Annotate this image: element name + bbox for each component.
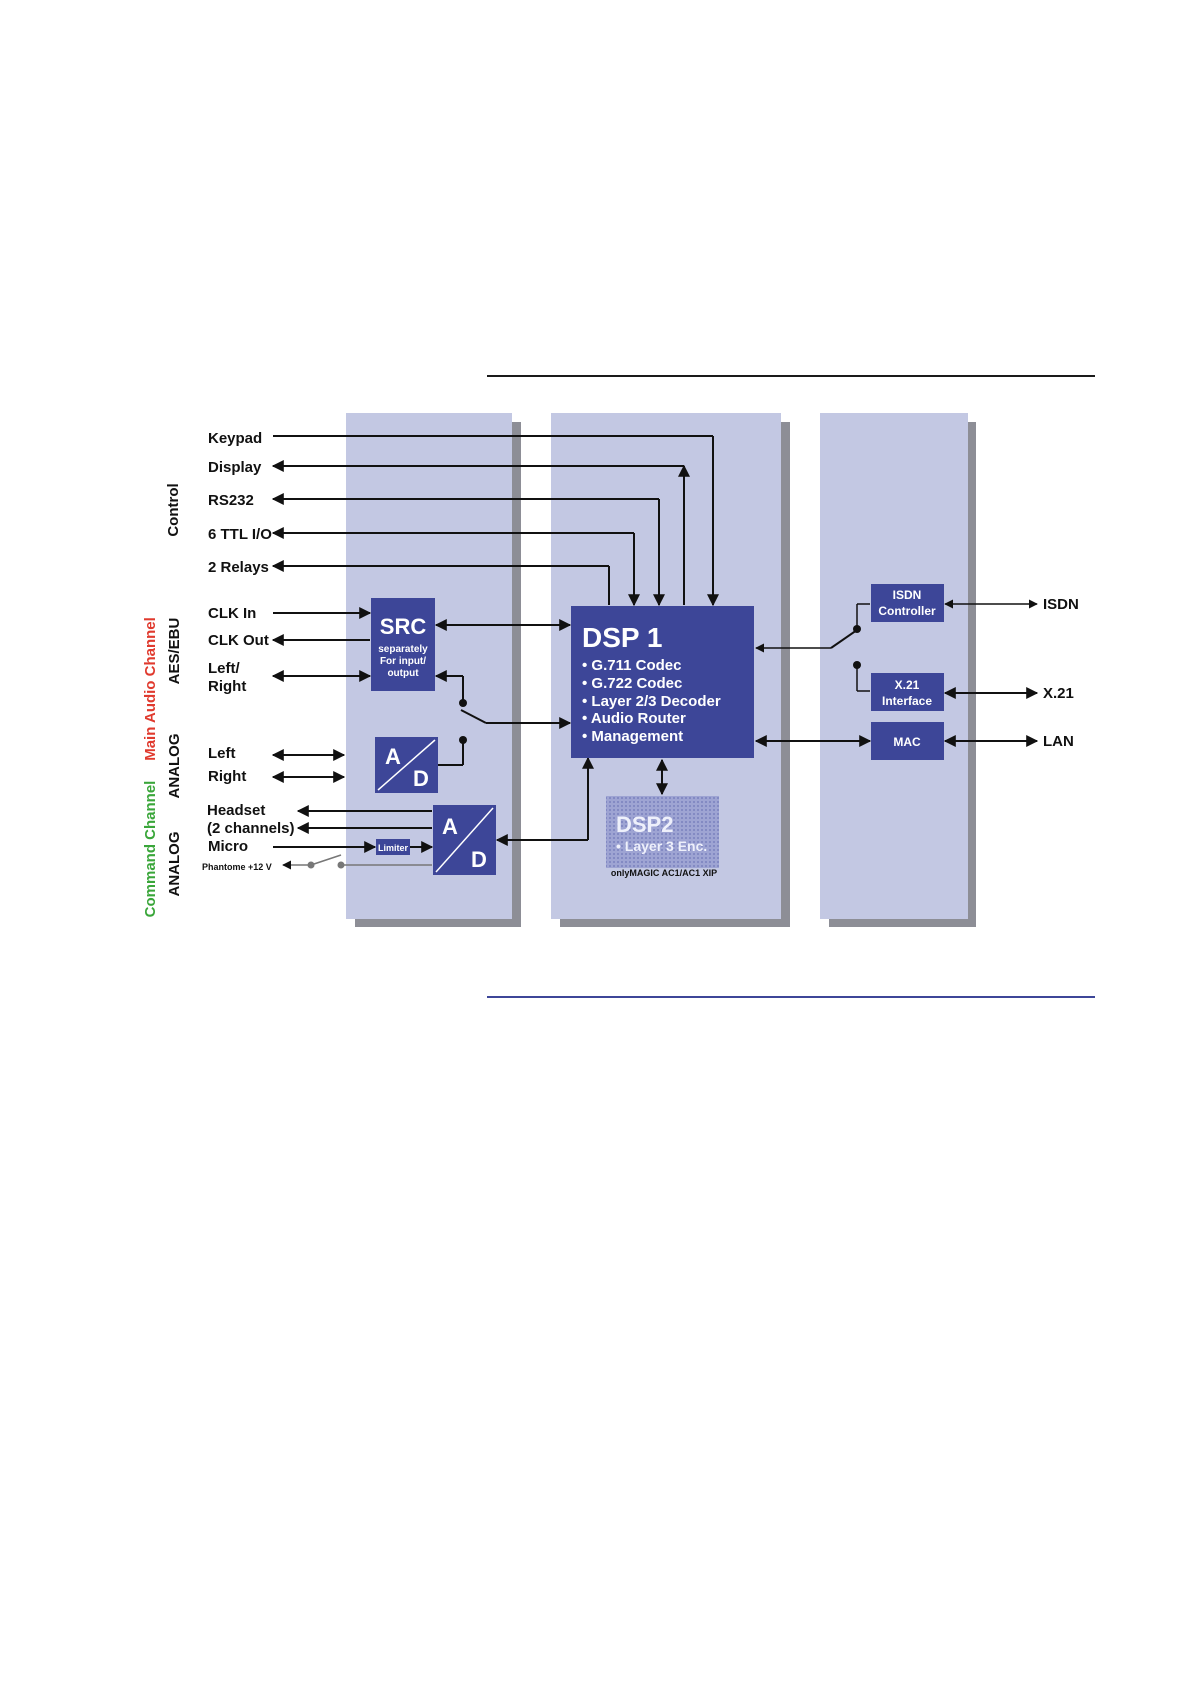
src-title: SRC — [380, 614, 427, 639]
x21-interface-line-1: X.21 — [895, 678, 920, 692]
label-keypad: Keypad — [208, 430, 262, 447]
src-line-2: For input/ — [380, 656, 426, 667]
label-clk-out: CLK Out — [208, 632, 269, 649]
isdn-controller-line-1: ISDN — [893, 588, 922, 602]
dsp1-item-3: • Layer 2/3 Decoder — [582, 693, 721, 710]
output-isdn: ISDN — [1043, 596, 1079, 613]
label-left-right-2: Right — [208, 678, 246, 695]
label-micro: Micro — [208, 838, 248, 855]
dsp2-note: onlyMAGIC AC1/AC1 XIP — [611, 868, 717, 878]
output-x21: X.21 — [1043, 685, 1074, 702]
isdn-controller-line-2: Controller — [878, 604, 936, 618]
dsp1-item-1: • G.711 Codec — [582, 657, 681, 674]
side-label-aes-ebu: AES/EBU — [166, 618, 183, 685]
label-headset-2: (2 channels) — [207, 820, 295, 837]
phantom-switch-arm — [310, 854, 342, 866]
panel-network — [820, 413, 968, 919]
output-lan: LAN — [1043, 733, 1074, 750]
dsp1-title: DSP 1 — [582, 622, 662, 653]
ad-main-a: A — [385, 744, 401, 769]
ad-command-d: D — [471, 847, 487, 872]
mac-label: MAC — [893, 735, 921, 749]
label-phantom: Phantome +12 V — [202, 862, 272, 872]
side-label-command-channel: Command Channel — [142, 781, 159, 918]
x21-interface-line-2: Interface — [882, 694, 932, 708]
label-left: Left — [208, 745, 236, 762]
dsp1-item-5: • Management — [582, 728, 683, 745]
ad-main-d: D — [413, 766, 429, 791]
phantom-switch-node-1 — [337, 861, 345, 869]
label-clk-in: CLK In — [208, 605, 256, 622]
label-headset-1: Headset — [207, 802, 265, 819]
label-ttl: 6 TTL I/O — [208, 526, 272, 543]
dsp2-item: • Layer 3 Enc. — [616, 838, 707, 854]
ad-command-a: A — [442, 814, 458, 839]
side-label-control: Control — [165, 483, 182, 536]
src-line-3: output — [387, 668, 419, 679]
dsp1-block — [571, 606, 754, 758]
dsp1-item-4: • Audio Router — [582, 710, 686, 727]
limiter-block — [376, 839, 410, 855]
side-label-main-audio-channel: Main Audio Channel — [142, 617, 159, 761]
limiter-label: Limiter — [378, 843, 409, 853]
label-rs232: RS232 — [208, 492, 254, 509]
side-label-analog-command: ANALOG — [166, 832, 183, 897]
label-left-right-1: Left/ — [208, 660, 240, 677]
dsp2-block — [606, 796, 719, 868]
ad-command-diagonal — [435, 807, 494, 873]
src-line-1: separately — [378, 644, 428, 655]
dsp1-item-2: • G.722 Codec — [582, 675, 682, 692]
network-switch-arm — [830, 629, 858, 649]
side-label-analog-main: ANALOG — [166, 734, 183, 799]
label-display: Display — [208, 459, 262, 476]
label-right: Right — [208, 768, 246, 785]
src-block — [371, 598, 435, 691]
dsp2-title: DSP2 — [616, 812, 673, 837]
mac-block — [871, 722, 944, 760]
ad-main-diagonal — [377, 739, 436, 791]
switch-node-aes — [459, 699, 467, 707]
label-relays: 2 Relays — [208, 559, 269, 576]
isdn-controller-block — [871, 584, 944, 622]
audio-switch-arm — [460, 709, 487, 724]
x21-interface-block — [871, 673, 944, 711]
